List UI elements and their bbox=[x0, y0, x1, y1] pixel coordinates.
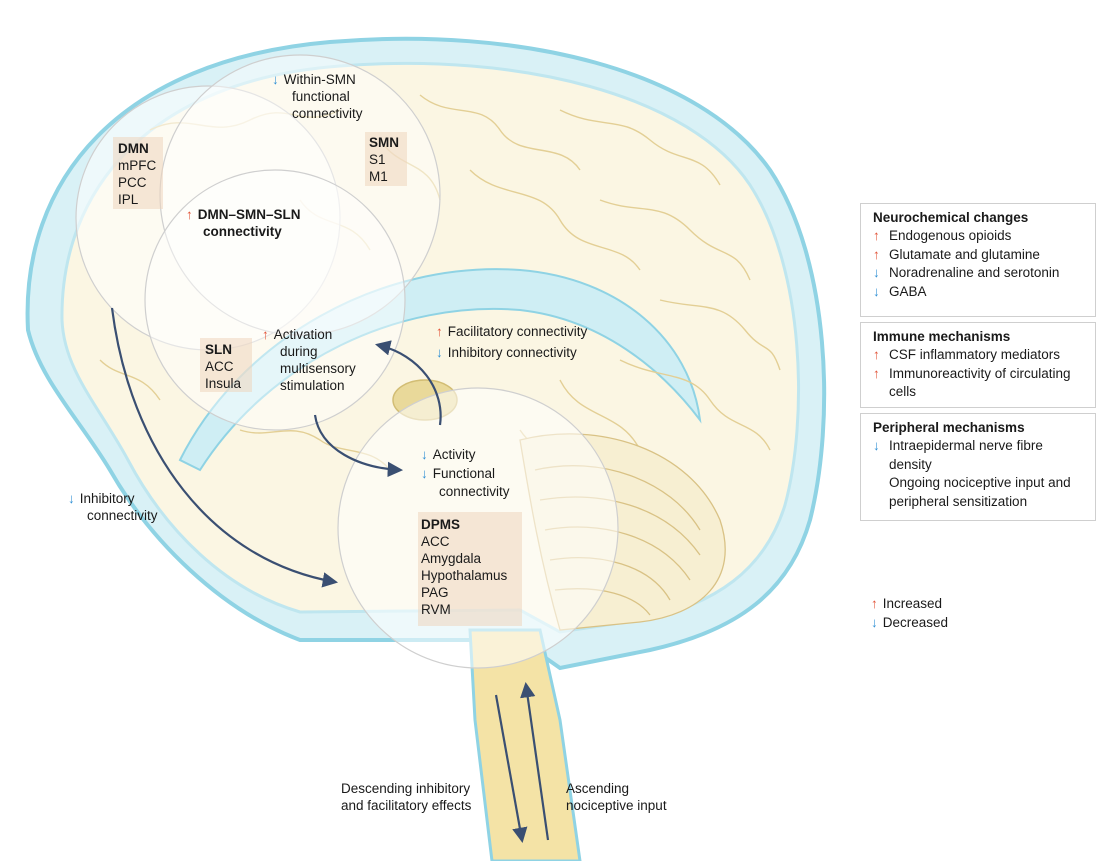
decrease-arrow-icon bbox=[873, 283, 880, 302]
activity-annotation: Activity bbox=[421, 446, 476, 463]
panel-item: GABA bbox=[873, 283, 1087, 302]
legend-decreased: Decreased bbox=[871, 614, 948, 631]
decrease-arrow-icon bbox=[873, 264, 880, 283]
dmn-item: mPFC bbox=[118, 157, 156, 174]
dpms-item: RVM bbox=[421, 601, 451, 618]
panel-title: Neurochemical changes bbox=[873, 209, 1087, 227]
panel-item: Noradrenaline and serotonin bbox=[873, 264, 1087, 283]
descending-label: Descending inhibitory bbox=[341, 780, 470, 797]
facilitatory-annotation: Facilitatory connectivity bbox=[436, 323, 587, 340]
smn-item: M1 bbox=[369, 168, 388, 185]
increase-arrow-icon bbox=[873, 365, 880, 384]
decrease-arrow-icon bbox=[871, 615, 878, 630]
sln-item: Insula bbox=[205, 375, 241, 392]
increase-arrow-icon bbox=[873, 227, 880, 246]
dpms-item: Hypothalamus bbox=[421, 567, 507, 584]
decrease-arrow-icon bbox=[421, 447, 428, 462]
panel-title: Immune mechanisms bbox=[873, 328, 1087, 346]
functional-line: connectivity bbox=[439, 483, 510, 500]
dmn-smn-sln-line: connectivity bbox=[203, 223, 282, 240]
panel-item: Intraepidermal nerve fibre density bbox=[873, 437, 1087, 474]
peripheral-panel: Peripheral mechanisms Intraepidermal ner… bbox=[860, 413, 1096, 521]
increase-arrow-icon bbox=[873, 346, 880, 365]
inhibitory-left-annotation: Inhibitory bbox=[68, 490, 135, 507]
ascending-label: nociceptive input bbox=[566, 797, 667, 814]
increase-arrow-icon bbox=[436, 324, 443, 339]
decrease-arrow-icon bbox=[272, 72, 279, 87]
panel-item: CSF inflammatory mediators bbox=[873, 346, 1087, 365]
decrease-arrow-icon bbox=[436, 345, 443, 360]
sln-title: SLN bbox=[205, 341, 232, 358]
decrease-arrow-icon bbox=[421, 466, 428, 481]
decrease-arrow-icon bbox=[873, 437, 880, 456]
activation-line: stimulation bbox=[280, 377, 345, 394]
dpms-item: PAG bbox=[421, 584, 449, 601]
dpms-title: DPMS bbox=[421, 516, 460, 533]
decrease-arrow-icon bbox=[68, 491, 75, 506]
descending-label: and facilitatory effects bbox=[341, 797, 471, 814]
smn-title: SMN bbox=[369, 134, 399, 151]
panel-item: Ongoing nociceptive input and peripheral… bbox=[873, 474, 1087, 511]
dpms-item: ACC bbox=[421, 533, 450, 550]
panel-title: Peripheral mechanisms bbox=[873, 419, 1087, 437]
panel-item: Immunoreactivity of circulating cells bbox=[873, 365, 1087, 402]
legend-increased: Increased bbox=[871, 595, 942, 612]
neurochemical-panel: Neurochemical changes Endogenous opioids… bbox=[860, 203, 1096, 317]
activation-line: during bbox=[280, 343, 318, 360]
within-smn-line: connectivity bbox=[292, 105, 363, 122]
immune-panel: Immune mechanisms CSF inflammatory media… bbox=[860, 322, 1096, 408]
within-smn-annotation: Within-SMN bbox=[272, 71, 356, 88]
smn-item: S1 bbox=[369, 151, 386, 168]
dmn-smn-sln-annotation: DMN–SMN–SLN bbox=[186, 206, 301, 223]
increase-arrow-icon bbox=[873, 246, 880, 265]
ascending-label: Ascending bbox=[566, 780, 629, 797]
activation-annotation: Activation bbox=[262, 326, 332, 343]
sln-item: ACC bbox=[205, 358, 234, 375]
increase-arrow-icon bbox=[186, 207, 193, 222]
increase-arrow-icon bbox=[871, 596, 878, 611]
panel-item: Glutamate and glutamine bbox=[873, 246, 1087, 265]
inhibitory-right-annotation: Inhibitory connectivity bbox=[436, 344, 577, 361]
dmn-item: PCC bbox=[118, 174, 147, 191]
inhibitory-left-line: connectivity bbox=[87, 507, 158, 524]
within-smn-line: functional bbox=[292, 88, 350, 105]
dpms-item: Amygdala bbox=[421, 550, 481, 567]
panel-item: Endogenous opioids bbox=[873, 227, 1087, 246]
dmn-item: IPL bbox=[118, 191, 138, 208]
activation-line: multisensory bbox=[280, 360, 356, 377]
functional-annotation: Functional bbox=[421, 465, 495, 482]
dmn-title: DMN bbox=[118, 140, 149, 157]
increase-arrow-icon bbox=[262, 327, 269, 342]
